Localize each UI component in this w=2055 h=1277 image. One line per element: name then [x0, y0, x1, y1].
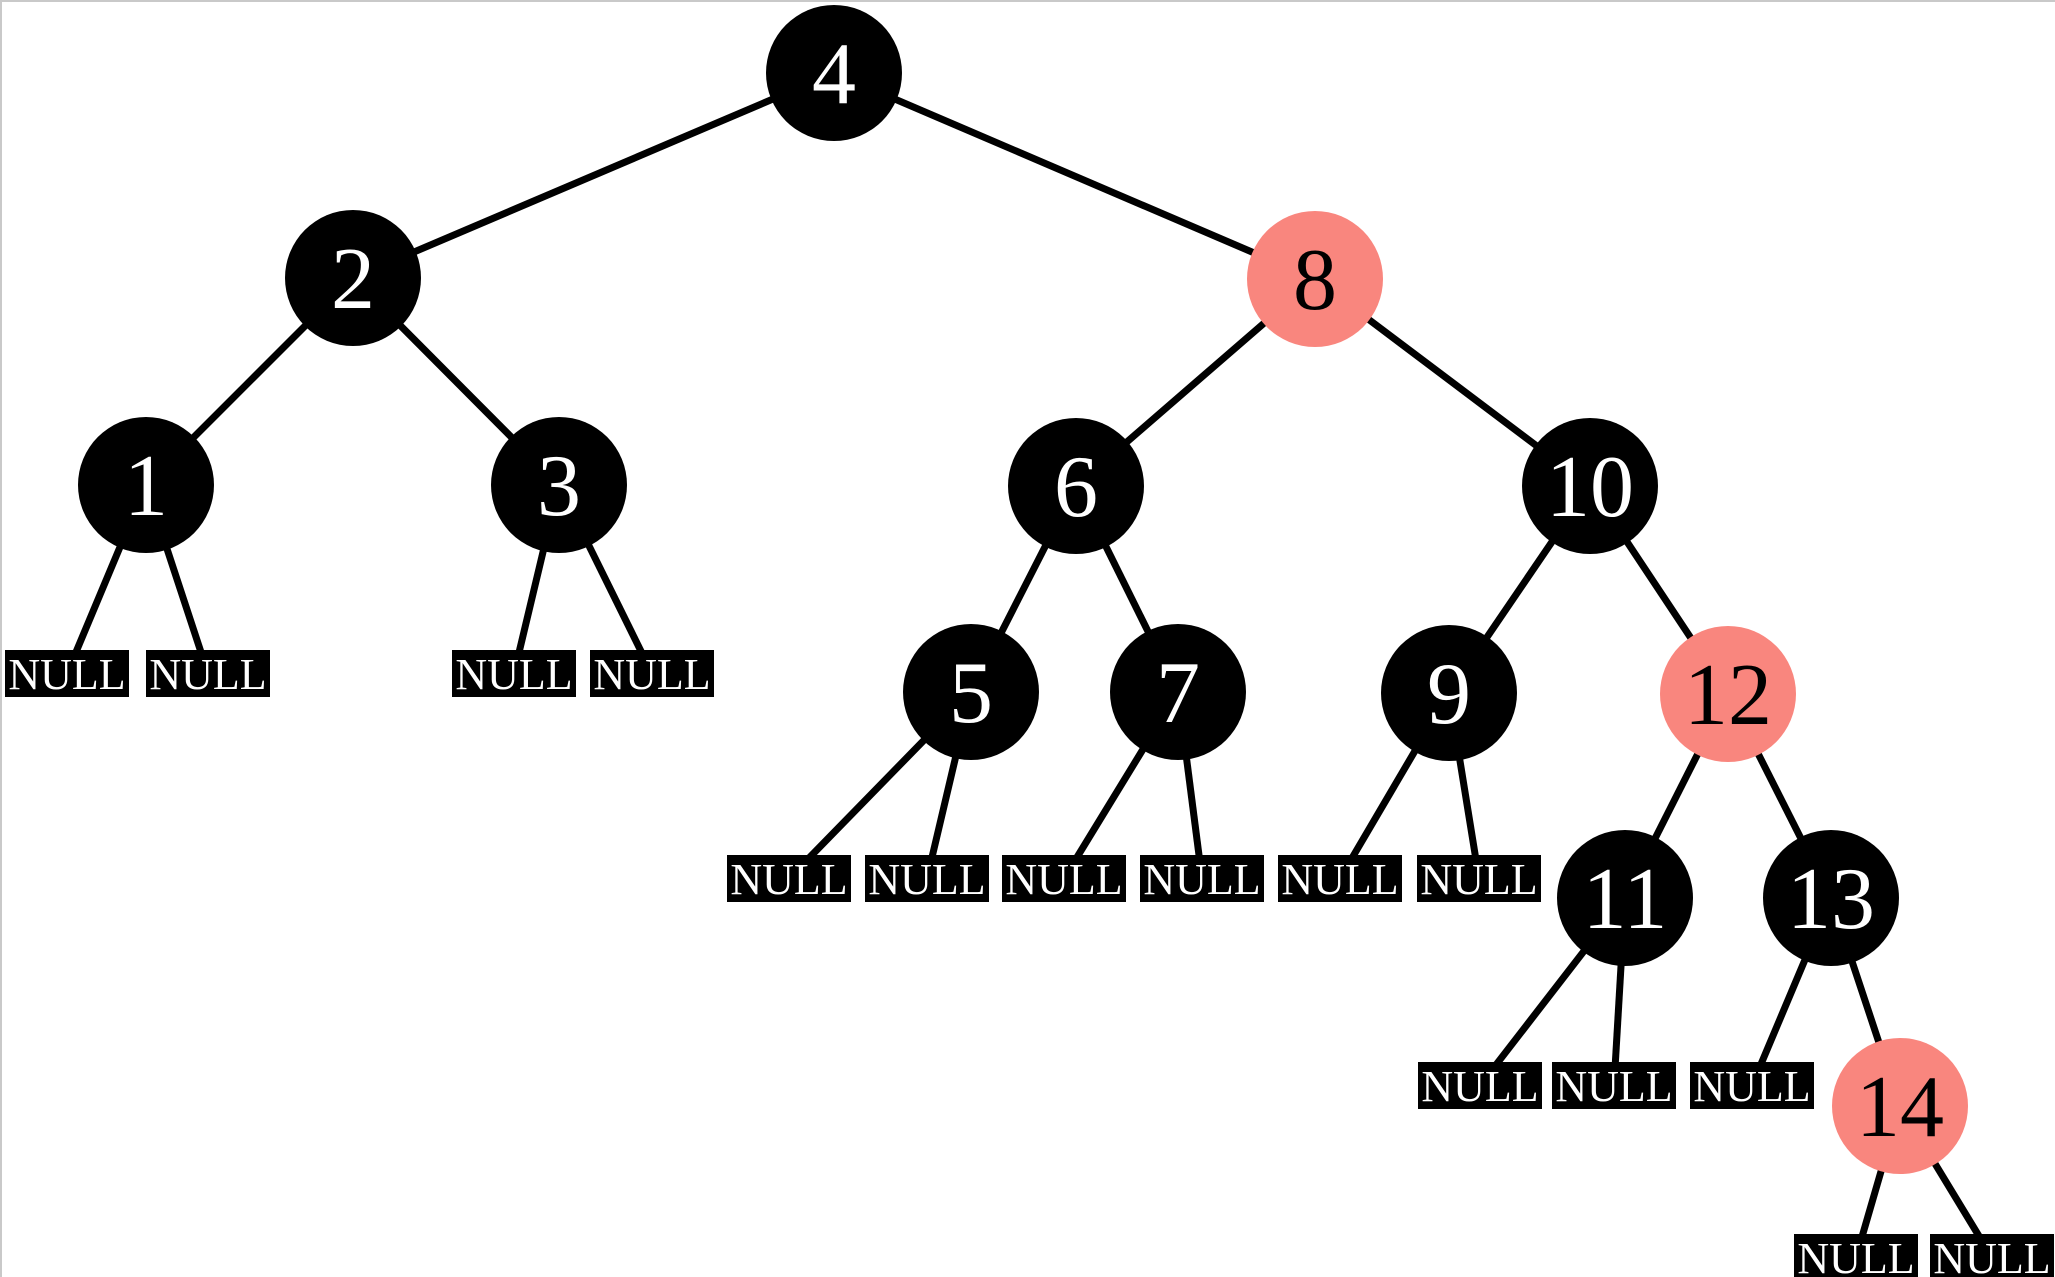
null-leaf-label-n14a: NULL	[1797, 1234, 1914, 1277]
null-leaf-box-n11b	[1552, 1062, 1676, 1109]
null-leaf-label-n9a: NULL	[1281, 855, 1398, 904]
tree-node-label-2: 2	[331, 231, 375, 328]
tree-node-1-black	[78, 417, 214, 553]
null-leaf-box-n13a	[1690, 1062, 1814, 1109]
null-leaf-box-n7a	[1002, 855, 1126, 902]
tree-node-label-7: 7	[1156, 645, 1200, 742]
tree-edge-4-8	[832, 69, 1317, 283]
tree-node-label-12: 12	[1684, 647, 1772, 744]
tree-node-9-black	[1381, 625, 1517, 761]
null-leaf-label-n7b: NULL	[1143, 855, 1260, 904]
tree-node-label-10: 10	[1546, 439, 1634, 536]
tree-node-11-black	[1557, 830, 1693, 966]
null-leaf-box-n9a	[1278, 855, 1402, 902]
tree-node-6-black	[1008, 418, 1144, 554]
tree-node-7-black	[1110, 624, 1246, 760]
null-leaf-label-n7a: NULL	[1005, 855, 1122, 904]
null-leaf-box-n1a	[5, 650, 129, 697]
tree-node-label-9: 9	[1427, 646, 1471, 743]
tree-node-5-black	[903, 624, 1039, 760]
tree-node-label-8: 8	[1293, 232, 1337, 329]
null-leaf-box-n5b	[865, 855, 989, 902]
tree-node-label-14: 14	[1856, 1059, 1944, 1156]
null-leaf-label-n5b: NULL	[868, 855, 985, 904]
null-leaf-label-n3b: NULL	[593, 650, 710, 699]
tree-node-12-red	[1660, 626, 1796, 762]
null-leaf-label-n1a: NULL	[8, 650, 125, 699]
tree-node-label-4: 4	[812, 26, 856, 123]
tree-node-label-3: 3	[537, 438, 581, 535]
tree-node-label-1: 1	[124, 438, 168, 535]
tree-edge-4-2	[351, 69, 836, 282]
null-leaf-box-n9b	[1417, 855, 1541, 902]
null-leaf-box-n3a	[452, 650, 576, 697]
null-leaf-box-n14b	[1930, 1234, 2054, 1277]
null-leaf-label-n11a: NULL	[1421, 1062, 1538, 1111]
tree-node-13-black	[1763, 830, 1899, 966]
tree-node-label-6: 6	[1054, 439, 1098, 536]
tree-node-label-11: 11	[1583, 851, 1668, 948]
tree-node-14-red	[1832, 1038, 1968, 1174]
null-leaf-box-n3b	[590, 650, 714, 697]
null-leaf-label-n13a: NULL	[1693, 1062, 1810, 1111]
null-leaf-box-n7b	[1140, 855, 1264, 902]
tree-node-3-black	[491, 417, 627, 553]
tree-node-8-red	[1247, 211, 1383, 347]
tree-node-4-black	[766, 5, 902, 141]
tree-node-label-13: 13	[1787, 851, 1875, 948]
null-leaf-box-n5a	[727, 855, 851, 902]
null-leaf-label-n11b: NULL	[1555, 1062, 1672, 1111]
tree-node-10-black	[1522, 418, 1658, 554]
null-leaf-label-n14b: NULL	[1933, 1234, 2050, 1277]
null-leaf-label-n1b: NULL	[149, 650, 266, 699]
null-leaf-label-n3a: NULL	[455, 650, 572, 699]
null-leaf-label-n9b: NULL	[1420, 855, 1537, 904]
null-leaf-label-n5a: NULL	[730, 855, 847, 904]
null-leaf-box-n1b	[146, 650, 270, 697]
tree-node-label-5: 5	[949, 645, 993, 742]
null-leaf-box-n14a	[1794, 1234, 1918, 1277]
null-leaf-box-n11a	[1418, 1062, 1542, 1109]
tree-node-2-black	[285, 210, 421, 346]
